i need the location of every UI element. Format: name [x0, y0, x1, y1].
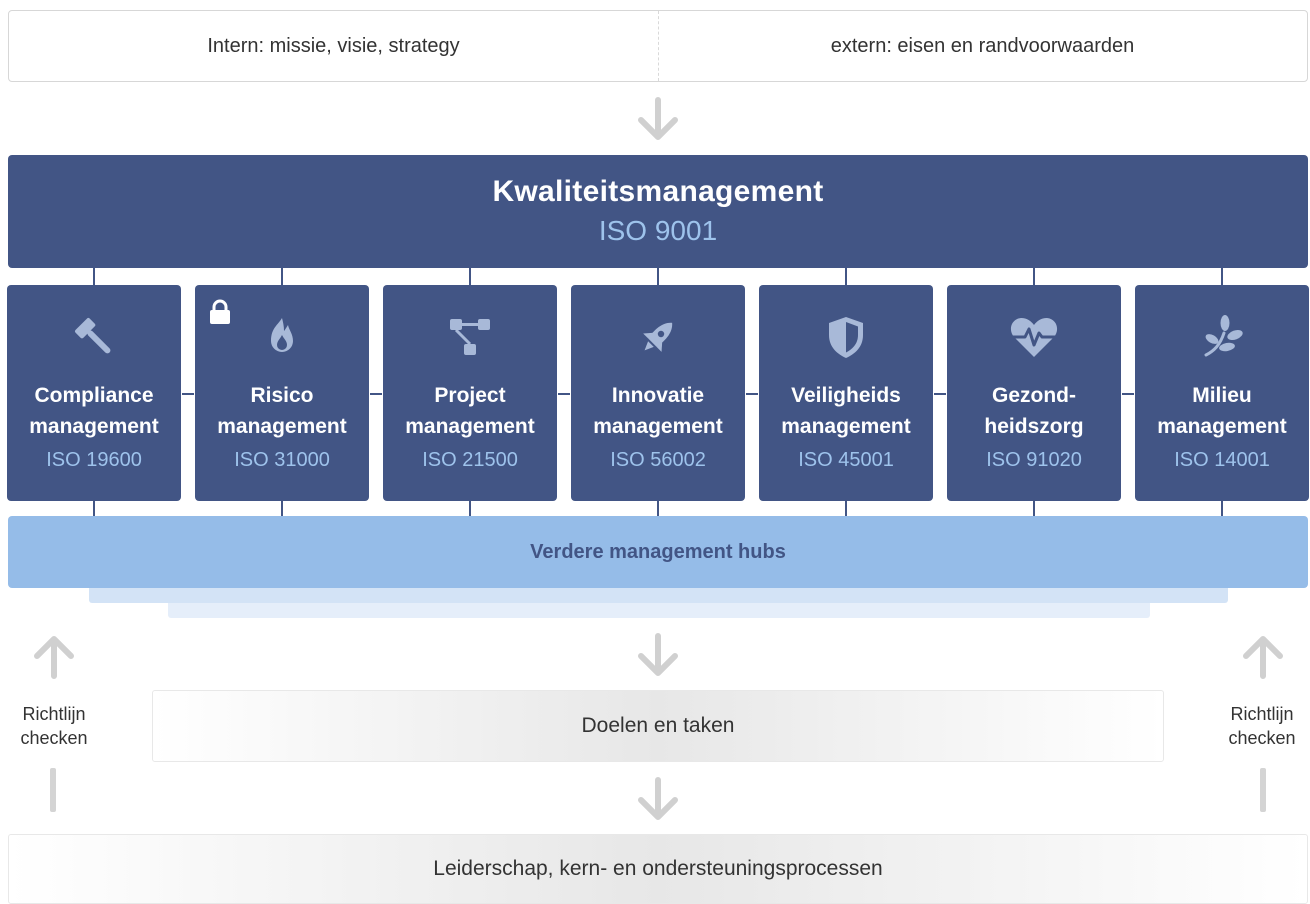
hub-title-line1: Compliance	[34, 384, 154, 407]
hub-standard: ISO 45001	[798, 449, 894, 471]
connector	[845, 268, 847, 285]
arrow-up-icon	[34, 636, 74, 679]
hub-card-risico[interactable]: Risico management ISO 31000	[195, 285, 369, 501]
connector	[469, 268, 471, 285]
hub-title-line2: management	[593, 415, 723, 438]
side-label-line1: Richtlijn	[1230, 704, 1294, 724]
connector	[1221, 501, 1223, 516]
main-standard: ISO 9001	[598, 215, 718, 246]
external-context: extern: eisen en randvoorwaarden	[830, 34, 1135, 57]
side-bar	[1260, 768, 1266, 812]
connector	[657, 268, 659, 285]
connector	[281, 268, 283, 285]
context-bar: Intern: missie, visie, strategy extern: …	[8, 10, 1308, 82]
hub-standard: ISO 19600	[46, 449, 142, 471]
hubs-stack-layer	[168, 603, 1150, 618]
hub-standard: ISO 14001	[1174, 449, 1270, 471]
connector	[746, 393, 758, 395]
hub-standard: ISO 91020	[986, 449, 1082, 471]
heartbeat-icon	[947, 313, 1121, 361]
hub-title-line1: Veiligheids	[791, 384, 901, 407]
connector	[370, 393, 382, 395]
hub-title-line1: Innovatie	[611, 384, 705, 407]
quality-management-banner: Kwaliteitsmanagement ISO 9001	[8, 155, 1308, 268]
hub-title-line2: heidszorg	[984, 415, 1084, 438]
guideline-check-right: Richtlijn checken	[1207, 702, 1310, 750]
lock-icon	[210, 299, 230, 324]
connector	[1122, 393, 1134, 395]
leaf-icon	[1135, 313, 1309, 361]
side-label-line1: Richtlijn	[22, 704, 86, 724]
hub-title-line1: Risico	[250, 384, 314, 407]
hub-card-project[interactable]: Project management ISO 21500	[383, 285, 557, 501]
arrow-down-icon	[638, 633, 678, 676]
further-hubs-bar[interactable]: Verdere management hubs	[8, 516, 1308, 588]
side-label-line2: checken	[20, 728, 88, 748]
rocket-icon	[571, 313, 745, 361]
hub-title-line1: Gezond-	[992, 384, 1076, 407]
hub-standard: ISO 21500	[422, 449, 518, 471]
side-bar	[50, 768, 56, 812]
hubs-stack-layer	[89, 588, 1228, 603]
hub-card-innovatie[interactable]: Innovatie management ISO 56002	[571, 285, 745, 501]
hub-title-line2: management	[1157, 415, 1287, 438]
hub-title-line2: management	[217, 415, 347, 438]
connector	[845, 501, 847, 516]
connector	[93, 501, 95, 516]
shield-icon	[759, 313, 933, 361]
arrow-down-icon	[638, 97, 678, 140]
hub-standard: ISO 31000	[234, 449, 330, 471]
hub-standard: ISO 56002	[610, 449, 706, 471]
connector	[281, 501, 283, 516]
hub-title-line2: management	[405, 415, 535, 438]
hub-card-gezondheidszorg[interactable]: Gezond- heidszorg ISO 91020	[947, 285, 1121, 501]
side-label-line2: checken	[1228, 728, 1296, 748]
connector	[934, 393, 946, 395]
connector	[182, 393, 194, 395]
connector	[657, 501, 659, 516]
hub-card-veiligheids[interactable]: Veiligheids management ISO 45001	[759, 285, 933, 501]
hub-title-line1: Milieu	[1192, 384, 1252, 407]
hub-card-milieu[interactable]: Milieu management ISO 14001	[1135, 285, 1309, 501]
main-title: Kwaliteitsmanagement	[492, 175, 824, 208]
connector	[558, 393, 570, 395]
guideline-check-left: Richtlijn checken	[0, 702, 109, 750]
gavel-icon	[7, 313, 181, 361]
goals-box: Doelen en taken	[152, 690, 1164, 762]
connector	[1033, 268, 1035, 285]
connector	[1033, 501, 1035, 516]
arrow-up-icon	[1243, 636, 1283, 679]
connector	[1221, 268, 1223, 285]
hub-title-line2: management	[29, 415, 159, 438]
internal-context: Intern: missie, visie, strategy	[207, 34, 460, 57]
context-divider	[658, 11, 659, 81]
arrow-down-icon	[638, 777, 678, 820]
hub-card-compliance[interactable]: Compliance management ISO 19600	[7, 285, 181, 501]
connector	[469, 501, 471, 516]
leadership-processes-box: Leiderschap, kern- en ondersteuningsproc…	[8, 834, 1308, 904]
hub-title-line1: Project	[434, 384, 506, 407]
connector	[93, 268, 95, 285]
hub-title-line2: management	[781, 415, 911, 438]
flame-icon	[195, 313, 369, 361]
project-diagram-icon	[383, 313, 557, 361]
